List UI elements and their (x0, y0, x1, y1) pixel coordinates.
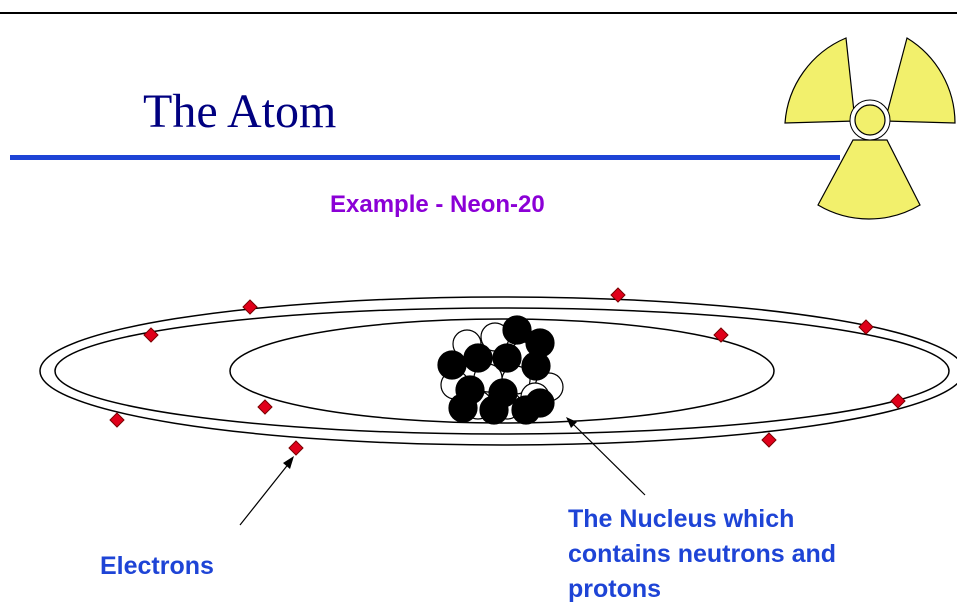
nucleus-arrow-line (571, 422, 646, 496)
nucleus-label-line-1: The Nucleus which (568, 505, 795, 533)
proton-9 (448, 393, 478, 423)
proton-3 (463, 343, 493, 373)
electrons (109, 287, 906, 456)
nucleus-label-line-3: protons (568, 575, 662, 603)
nucleus-arrowhead (566, 417, 577, 428)
electrons-label: Electrons (100, 552, 214, 580)
electron-3 (858, 319, 874, 335)
electron-6 (257, 399, 273, 415)
nucleus (437, 315, 564, 425)
proton-6 (521, 351, 551, 381)
nucleus-label-line-2: contains neutrons and (568, 540, 837, 568)
radiation-trefoil-icon (784, 37, 956, 220)
electron-10 (761, 432, 777, 448)
page-title: The Atom (143, 85, 337, 138)
electron-7 (109, 412, 125, 428)
electron-8 (890, 393, 906, 409)
electron-2 (610, 287, 626, 303)
pointer-arrows (239, 417, 646, 526)
orbit-middle (54, 307, 950, 435)
orbit-inner (229, 318, 775, 424)
proton-5 (437, 350, 467, 380)
nucleus-label: The Nucleus which contains neutrons and … (568, 502, 836, 607)
orbit-outer (39, 296, 957, 446)
title-underline (10, 155, 840, 160)
proton-4 (492, 343, 522, 373)
trefoil-blade-bottom (817, 139, 921, 220)
electrons-arrow-line (239, 461, 291, 526)
electron-9 (288, 440, 304, 456)
electron-5 (713, 327, 729, 343)
proton-12 (525, 388, 555, 418)
proton-1 (502, 315, 532, 345)
trefoil-center (854, 104, 886, 136)
electron-1 (242, 299, 258, 315)
orbits (39, 296, 957, 446)
diagram-subtitle: Example - Neon-20 (330, 191, 545, 218)
electrons-arrowhead (283, 456, 294, 469)
trefoil-blade-right (884, 37, 956, 124)
electron-4 (143, 327, 159, 343)
top-rule (0, 12, 957, 14)
proton-10 (479, 395, 509, 425)
trefoil-blade-left (784, 37, 856, 124)
